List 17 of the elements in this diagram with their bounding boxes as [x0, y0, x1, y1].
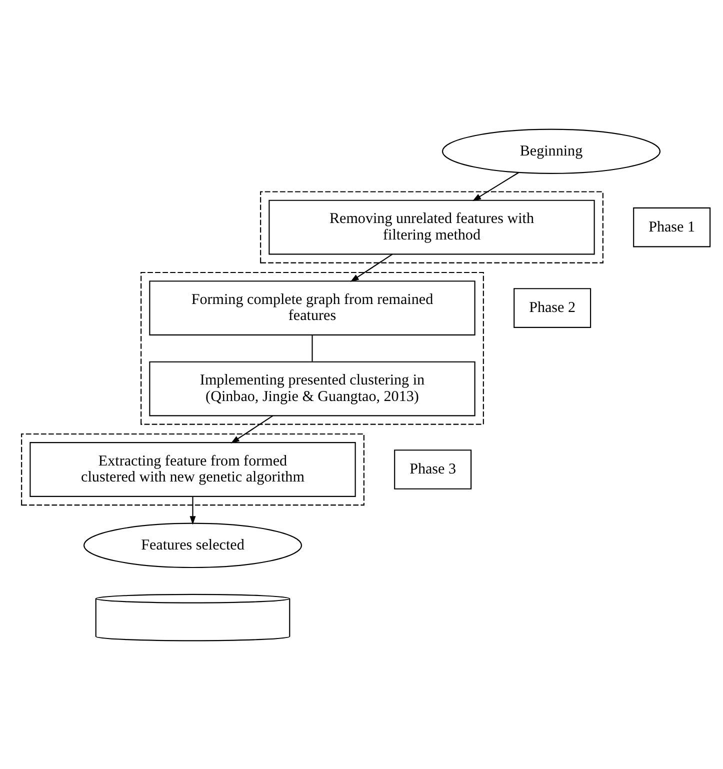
arrow — [230, 414, 274, 443]
node-box: Phase 2 — [514, 288, 592, 328]
connector — [312, 334, 313, 361]
node-box: Removing unrelated features with filtering method — [268, 199, 595, 254]
cluster — [140, 271, 484, 424]
node-box: Implementing presented clustering in (Qinbao, Jingie & Guangtao, 2013) — [149, 360, 476, 416]
node-ellipse: Beginning — [442, 128, 661, 174]
node-box: Extracting feature from formed clustered with new genetic algorithm — [30, 442, 356, 496]
arrow — [472, 172, 519, 201]
arrow — [190, 496, 196, 524]
cluster — [21, 432, 364, 506]
node-box: Phase 1 — [633, 206, 711, 247]
cluster — [260, 190, 604, 263]
node-ellipse: Features selected — [83, 522, 302, 568]
node-box: Forming complete graph from remained features — [149, 280, 476, 335]
node-box: Phase 3 — [394, 449, 472, 489]
arrow — [350, 253, 393, 282]
